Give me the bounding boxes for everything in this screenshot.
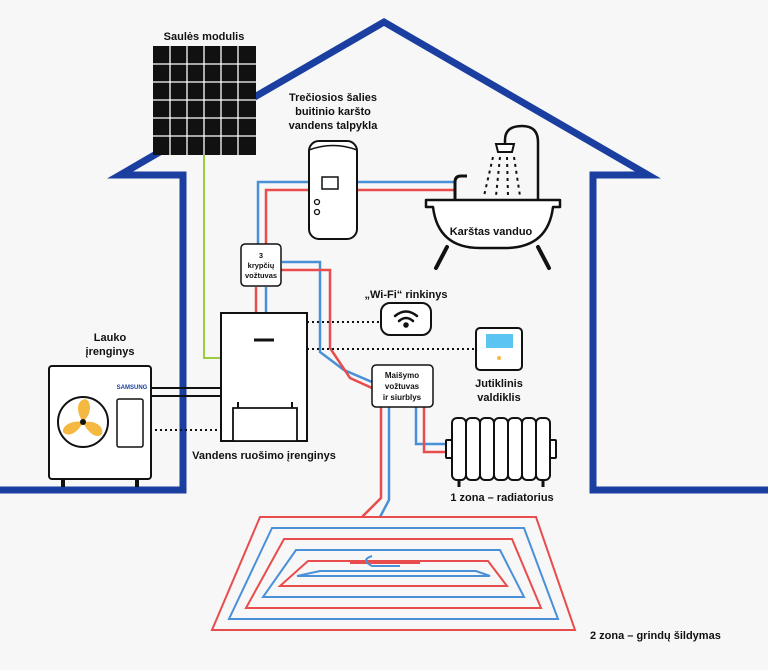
- outdoor-connections: [150, 387, 221, 431]
- touch-controller: [475, 327, 523, 371]
- hydro-unit-label: Vandens ruošimo įrenginys: [192, 450, 336, 462]
- brand-logo: SAMSUNG: [117, 385, 148, 391]
- dhw-tank: [308, 140, 358, 240]
- tank-label-line1: Trečiosios šalies: [289, 92, 377, 104]
- mixing-valve-label-line3: ir siurblys: [383, 393, 422, 402]
- floor-feed-pipes: [361, 406, 391, 518]
- fan-icon: [62, 399, 103, 437]
- zone2-label: 2 zona – grindų šildymas: [590, 630, 721, 642]
- three-way-valve-label-line2: krypčių: [248, 261, 275, 270]
- mixing-valve-label-line1: Maišymo: [385, 371, 419, 380]
- outdoor-unit-label-line2: įrenginys: [86, 346, 135, 358]
- solar-wire: [203, 155, 222, 359]
- hydro-unit: [220, 312, 308, 442]
- radiator-pipes: [414, 406, 446, 454]
- house-outline: [0, 17, 768, 494]
- zone1-label: 1 zona – radiatorius: [450, 492, 553, 504]
- tank-pipes: [256, 180, 456, 252]
- radiator: [445, 417, 557, 487]
- three-way-valve-label-line1: 3: [259, 251, 263, 260]
- tank-label-line2: buitinio karšto: [295, 106, 371, 118]
- solar-module: [153, 46, 256, 155]
- mixing-valve: [371, 364, 434, 408]
- three-way-valve: [240, 243, 282, 287]
- hot-water-label: Karštas vanduo: [450, 226, 533, 238]
- outdoor-unit-label-line1: Lauko: [94, 332, 127, 344]
- shower-icon: [483, 124, 540, 200]
- wifi-icon: [393, 310, 419, 328]
- wifi-kit: [380, 302, 432, 336]
- solar-module-label: Saulės modulis: [164, 31, 245, 43]
- mixing-valve-label-line2: vožtuvas: [385, 382, 420, 391]
- bathtub: [424, 174, 562, 270]
- outdoor-unit: [48, 365, 152, 487]
- floor-heating-spiral: [210, 516, 577, 631]
- three-way-valve-label-line3: vožtuvas: [245, 271, 277, 280]
- wifi-kit-label: „Wi-Fi“ rinkinys: [364, 289, 447, 301]
- control-links: [307, 321, 476, 350]
- tank-label-line3: vandens talpykla: [289, 120, 379, 132]
- controller-label-line1: Jutiklinis: [475, 378, 523, 390]
- controller-label-line2: valdiklis: [477, 392, 520, 404]
